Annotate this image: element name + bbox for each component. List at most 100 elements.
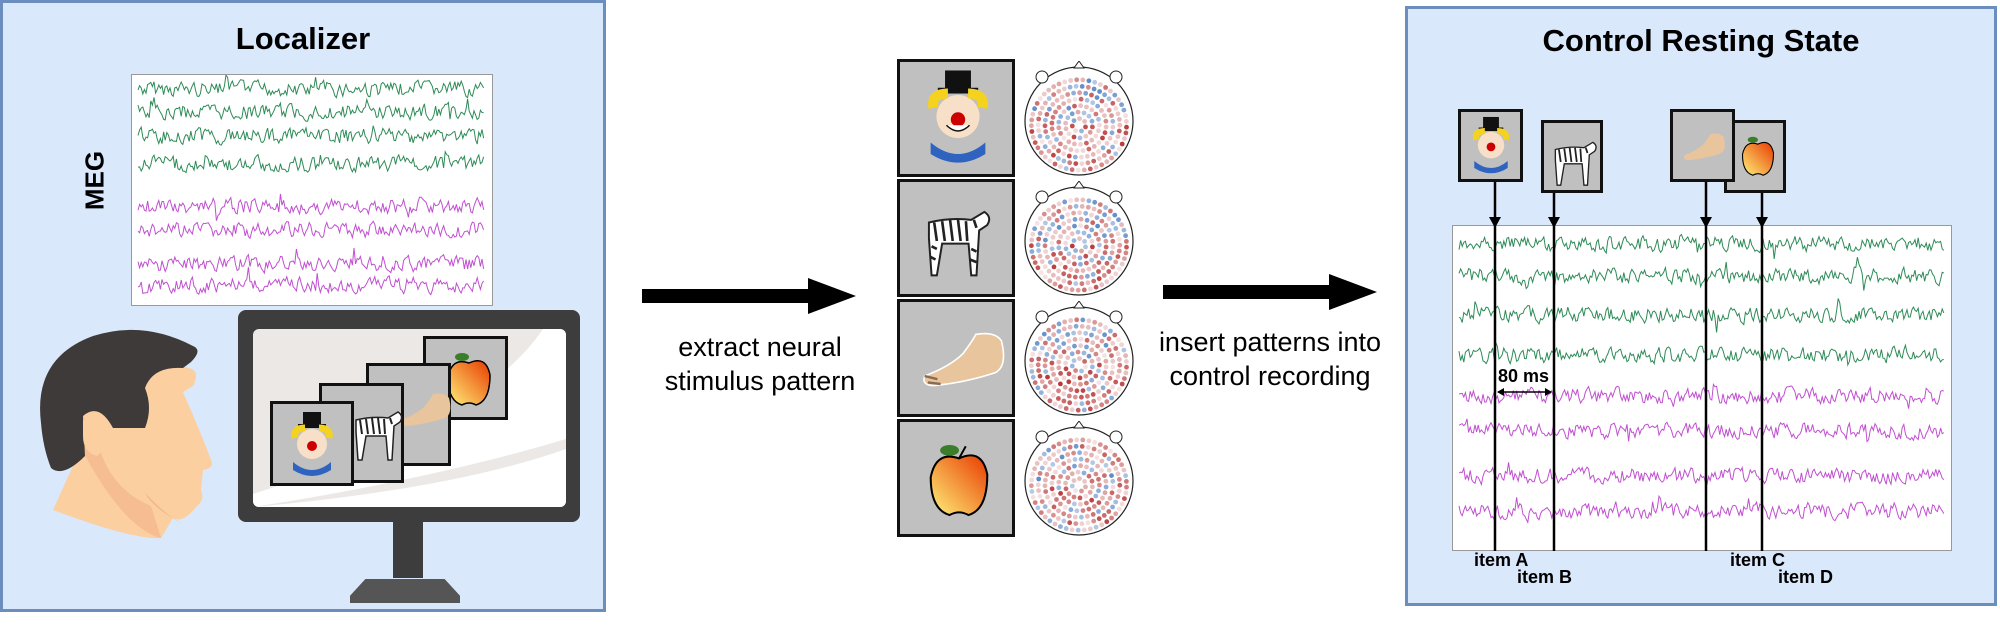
sensor-dot (1102, 113, 1107, 118)
interval-bracket-icon (1497, 388, 1552, 396)
sensor-dot (1077, 356, 1082, 361)
sensor-dot (1078, 501, 1083, 507)
insert-caption: insert patterns into control recording (1140, 325, 1400, 393)
sensor-dot (1066, 273, 1072, 279)
sensor-dot (1056, 441, 1062, 447)
sensor-dot (1099, 218, 1105, 224)
sensor-dot (1049, 360, 1055, 366)
sensor-dot (1067, 444, 1073, 450)
sensor-dot (1056, 516, 1061, 521)
sensor-dot (1102, 92, 1107, 98)
sensor-dot (1079, 521, 1085, 527)
sensor-dot (1062, 384, 1068, 390)
sensor-dot (1119, 222, 1124, 228)
sensor-dot (1099, 348, 1104, 353)
sensor-dot (1073, 443, 1079, 449)
sensor-dot (1099, 98, 1105, 104)
sensor-dot (1068, 387, 1074, 393)
sensor-dot (1109, 395, 1114, 401)
sensor-dot (1068, 438, 1074, 443)
sensor-dot (1096, 269, 1101, 274)
sensor-dot (1056, 81, 1062, 87)
insert-caption-line2: control recording (1169, 361, 1371, 391)
sensor-dot (1037, 471, 1043, 476)
sensor-dot (1050, 222, 1056, 227)
sensor-dot (1103, 205, 1108, 210)
sensor-dot (1102, 212, 1107, 218)
sensor-dot (1065, 92, 1071, 97)
sensor-dot (1091, 144, 1097, 149)
sensor-dot (1121, 347, 1127, 353)
sensor-dot (1056, 268, 1061, 274)
sensor-dot (1038, 456, 1043, 461)
sensor-dot (1035, 505, 1041, 511)
sensor-dot (1051, 384, 1057, 390)
sensor-dot (1056, 388, 1061, 394)
sensor-dot (1032, 140, 1038, 145)
sensor-dot (1077, 255, 1083, 261)
sensor-dot (1115, 374, 1121, 379)
sensor-dot (1116, 368, 1122, 374)
sensor-dot (1103, 124, 1109, 130)
sensor-dot (1036, 128, 1041, 133)
sensor-dot (1029, 489, 1035, 494)
sensor-dot (1084, 457, 1090, 463)
sensor-dot (1046, 87, 1052, 93)
sensor-dot (1090, 364, 1095, 370)
sensor-dot (1079, 281, 1085, 287)
sensor-dot (1051, 144, 1057, 150)
extract-arrow-icon (642, 278, 856, 314)
sensor-dot (1109, 155, 1114, 161)
pattern-stimulus-foot (897, 299, 1015, 417)
sensor-dot (1056, 148, 1061, 154)
sensor-dot (1036, 248, 1041, 253)
sensor-dot (1067, 280, 1073, 286)
sensor-dot (1074, 197, 1080, 203)
sensor-dot (1071, 478, 1077, 483)
sensor-dot (1077, 495, 1083, 501)
sensor-dot (1079, 204, 1085, 209)
sensor-dot (1085, 520, 1091, 526)
sensor-dot (1056, 119, 1062, 125)
sensor-dot (1113, 346, 1119, 351)
sensor-dot (1045, 494, 1050, 500)
sensor-dot (1122, 496, 1127, 501)
sensor-dot (1102, 490, 1108, 496)
sensor-dot (1115, 351, 1121, 357)
sensor-dot (1042, 144, 1048, 150)
sensor-dot (1030, 351, 1036, 357)
sensor-dot (1103, 222, 1109, 228)
sensor-dot (1115, 231, 1121, 237)
gradiometer-trace (137, 149, 485, 174)
sensor-dot (1029, 369, 1035, 374)
sensor-dot (1063, 120, 1068, 126)
sensor-dot (1061, 495, 1067, 501)
sensor-dot (1075, 469, 1081, 475)
sensor-dot (1066, 513, 1072, 519)
sensor-dot (1093, 111, 1099, 117)
sensor-dot (1069, 351, 1075, 357)
sensor-dot (1116, 248, 1122, 254)
gradiometer-trace (1458, 233, 1945, 259)
sensor-dot (1069, 483, 1075, 489)
sensor-dot (1050, 102, 1056, 107)
sensor-dot (1075, 407, 1081, 413)
sensor-dot (1116, 386, 1122, 392)
sensor-dot (1071, 330, 1076, 336)
magnetometer-trace (137, 193, 485, 221)
clown-icon (1472, 116, 1510, 174)
sensor-dot (1073, 281, 1079, 286)
sensor-dot (1079, 394, 1084, 400)
sensor-dot (1096, 488, 1101, 494)
sensor-dot (1061, 446, 1067, 452)
sensor-dot (1123, 250, 1129, 256)
sensor-dot (1037, 133, 1043, 139)
sensor-dot (1065, 235, 1071, 241)
sensor-dot (1066, 218, 1072, 224)
sensor-dot (1086, 266, 1092, 272)
sensor-dot (1042, 483, 1048, 489)
nose-marker (1073, 301, 1085, 309)
sensor-dot (1032, 106, 1037, 112)
sensor-dot (1087, 369, 1093, 375)
sensor-dot (1029, 237, 1035, 243)
